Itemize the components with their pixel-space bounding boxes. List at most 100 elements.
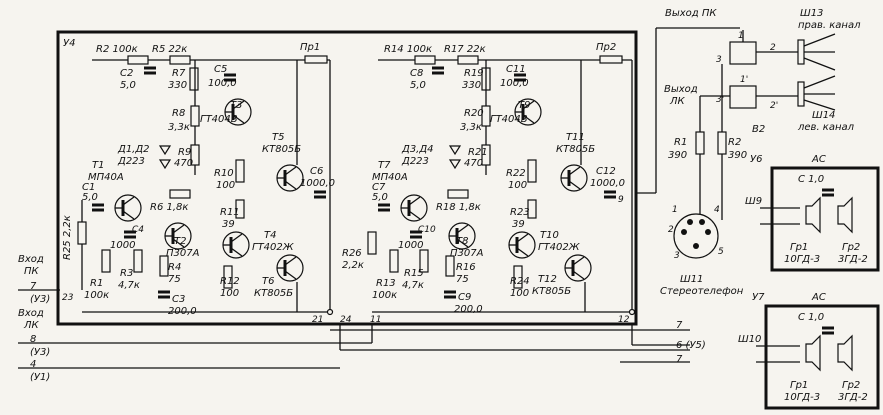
- label-r26: R26: [342, 248, 362, 259]
- label-c6: C6: [310, 166, 323, 177]
- label-t10-type: ГТ402Ж: [538, 242, 581, 253]
- label-spk2-jack: Ш10: [738, 334, 761, 345]
- label-s2b: 2': [770, 101, 778, 111]
- label-s2: 2: [770, 43, 776, 53]
- resistor-r25: [77, 221, 87, 245]
- label-r8-value: 3,3к: [168, 122, 190, 133]
- label-c5-value: 100,0: [208, 78, 237, 89]
- label-t2: T2: [174, 236, 186, 247]
- resistor-r21: [481, 144, 491, 166]
- resistor-r1: [101, 249, 111, 273]
- resistor-r7: [189, 67, 199, 91]
- label-r7-value: 330: [168, 80, 187, 91]
- label-r20-value: 3,3к: [460, 122, 482, 133]
- diode-d2: [158, 159, 172, 170]
- label-d12-type: Д223: [117, 156, 145, 167]
- label-c12-value: 1000,0: [590, 178, 625, 189]
- label-n7b: 7: [676, 320, 683, 331]
- resistor-r18: [447, 189, 469, 199]
- label-c7-value: 5,0: [372, 192, 388, 203]
- label-r15-value: 4,7к: [402, 280, 424, 291]
- label-spk2-c: С 1,0: [798, 312, 824, 323]
- resistor-r6: [169, 189, 191, 199]
- speaker-box-u6: У6 АС С 1,0 Ш9 Гр1 10ГД-3 Гр2 3ГД-2: [745, 154, 880, 272]
- label-r3: R3: [120, 268, 133, 279]
- label-r19-value: 330: [462, 80, 481, 91]
- resistor-r10: [235, 159, 245, 183]
- label-r20: R20: [464, 108, 484, 119]
- label-u3b: (У3): [30, 347, 50, 358]
- label-b2: В2: [752, 124, 765, 135]
- label-sh11: Ш11: [680, 274, 703, 285]
- label-spk2-gr2: Гр2: [842, 380, 860, 391]
- resistor-r8: [190, 105, 200, 127]
- label-out-lk-1: Выход: [664, 84, 698, 95]
- label-pin2: 2: [668, 225, 674, 235]
- label-c1: C1: [82, 182, 95, 193]
- jack-sh14: [797, 81, 805, 107]
- speaker-gr2-u6: [837, 196, 853, 234]
- label-p12: 12: [618, 315, 630, 325]
- label-u1: (У1): [30, 372, 50, 383]
- label-r10: R10: [214, 168, 234, 179]
- label-in-pk-1: Вход: [18, 254, 44, 265]
- label-r2-out-value: 390: [728, 150, 747, 161]
- resistor-r3: [133, 249, 143, 273]
- label-spk2-ac: АС: [811, 292, 826, 303]
- label-r16-value: 75: [456, 274, 469, 285]
- diode-d4: [448, 159, 462, 170]
- label-p9: 9: [618, 195, 624, 205]
- label-t11: T11: [566, 132, 585, 143]
- label-spk1-gr2: Гр2: [842, 242, 860, 253]
- label-spk2-gr1-type: 10ГД-3: [784, 392, 820, 403]
- resistor-r11: [235, 199, 245, 219]
- label-c4-value: 1000: [110, 240, 135, 251]
- label-t6-type: КТ805Б: [254, 288, 293, 299]
- label-t7-type: МП40А: [372, 172, 408, 183]
- label-s3b: 3': [716, 95, 724, 105]
- label-r11: R11: [220, 207, 240, 218]
- transistor-t12: [563, 253, 593, 283]
- resistor-r2: [127, 55, 149, 65]
- transistor-t6: [275, 253, 305, 283]
- resistor-r13: [389, 249, 399, 273]
- resistor-r14: [414, 55, 436, 65]
- jack-sh13: [797, 39, 805, 65]
- label-pin3: 3: [674, 251, 680, 261]
- label-r15: R15: [404, 268, 424, 279]
- label-r5: R5 22к: [152, 44, 187, 55]
- speaker-box-u7: У7 АС С 1,0 Ш10 Гр1 10ГД-3 Гр2 3ГД-2: [738, 292, 880, 410]
- resistor-r26: [367, 231, 377, 255]
- label-r10-value: 100: [216, 180, 235, 191]
- jack-sh14-leads: [803, 75, 836, 111]
- jack-sh13-leads: [803, 33, 836, 71]
- label-t9: T9: [518, 100, 530, 111]
- label-pr1: Пр1: [300, 42, 320, 53]
- resistor-r2-out: [717, 131, 727, 155]
- label-r21-value: 470: [464, 158, 483, 169]
- switch-b2-lower: [729, 85, 757, 109]
- label-spk1-gr1: Гр1: [790, 242, 808, 253]
- label-r13: R13: [376, 278, 396, 289]
- label-t10: T10: [540, 230, 559, 241]
- label-r3-value: 4,7к: [118, 280, 140, 291]
- label-r24: R24: [510, 276, 530, 287]
- block-u4-frame: [56, 30, 638, 326]
- label-r13-value: 100к: [372, 290, 397, 301]
- label-r2-out: R2: [728, 137, 741, 148]
- label-c9: C9: [458, 292, 471, 303]
- diode-d3: [448, 145, 462, 156]
- output-section: Выход ПК 9 Выход ЛК 1 2 3 1' 2' 3' В2 Ш1…: [618, 8, 861, 297]
- label-c4: C4: [132, 225, 144, 235]
- label-t12: T12: [538, 274, 557, 285]
- label-spk2-gr2-type: 3ГД-2: [838, 392, 868, 403]
- label-r14: R14 100к: [384, 44, 432, 55]
- label-r16: R16: [456, 262, 476, 273]
- label-d34: Д3,Д4: [401, 144, 434, 155]
- label-r19: R19: [464, 68, 484, 79]
- label-c8-value: 5,0: [410, 80, 426, 91]
- fuse-pr1: [304, 55, 328, 64]
- label-t4-type: ГТ402Ж: [252, 242, 295, 253]
- label-n4: 4: [30, 359, 36, 370]
- label-p11: 11: [370, 315, 381, 325]
